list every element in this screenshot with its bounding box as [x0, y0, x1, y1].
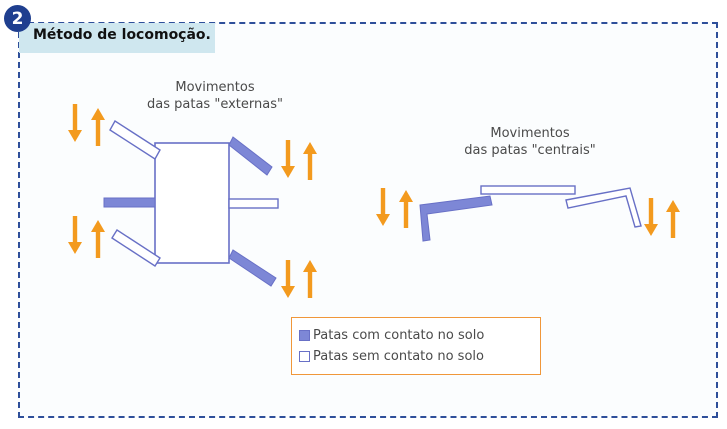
- leg-rear-right-contact: [228, 249, 277, 287]
- legend-swatch-empty: [299, 350, 310, 362]
- leg-middle-left-contact: [103, 197, 156, 208]
- arrow-pair-right-rear: [281, 260, 317, 298]
- legend-swatch-filled: [299, 329, 310, 341]
- leg-front-left-no-contact: [109, 120, 161, 160]
- section-number-badge: 2: [4, 5, 31, 32]
- caption-externas-line2: das patas "externas": [147, 97, 283, 112]
- caption-externas-line1: Movimentos: [175, 80, 255, 95]
- arrow-pair-central-left: [376, 188, 413, 228]
- insect-body: [154, 142, 230, 264]
- caption-centrais-line1: Movimentos: [490, 126, 570, 141]
- arrow-pair-left-front: [68, 104, 105, 146]
- section-title: Método de locomoção.: [33, 27, 211, 43]
- central-leg-right-no-contact: [565, 187, 642, 228]
- leg-rear-left-no-contact: [111, 229, 161, 267]
- legend-label-no-contact: Patas sem contato no solo: [313, 348, 484, 364]
- central-body-segment: [480, 185, 576, 195]
- arrow-pair-left-rear: [68, 216, 105, 258]
- legend-item-contact: Patas com contato no solo: [299, 326, 484, 344]
- title-band: [19, 23, 215, 53]
- legend-label-contact: Patas com contato no solo: [313, 327, 485, 343]
- arrow-pair-right-front: [281, 140, 317, 180]
- legend-box: Patas com contato no solo Patas sem cont…: [291, 317, 541, 375]
- caption-centrais-line2: das patas "centrais": [464, 143, 596, 158]
- leg-middle-right-no-contact: [228, 198, 279, 209]
- arrow-pair-central-right: [644, 198, 680, 238]
- leg-front-right-contact: [228, 136, 273, 176]
- legend-item-no-contact: Patas sem contato no solo: [299, 347, 484, 365]
- central-leg-left-contact: [419, 195, 493, 242]
- caption-externas: Movimentos das patas "externas": [140, 79, 290, 113]
- caption-centrais: Movimentos das patas "centrais": [445, 125, 615, 159]
